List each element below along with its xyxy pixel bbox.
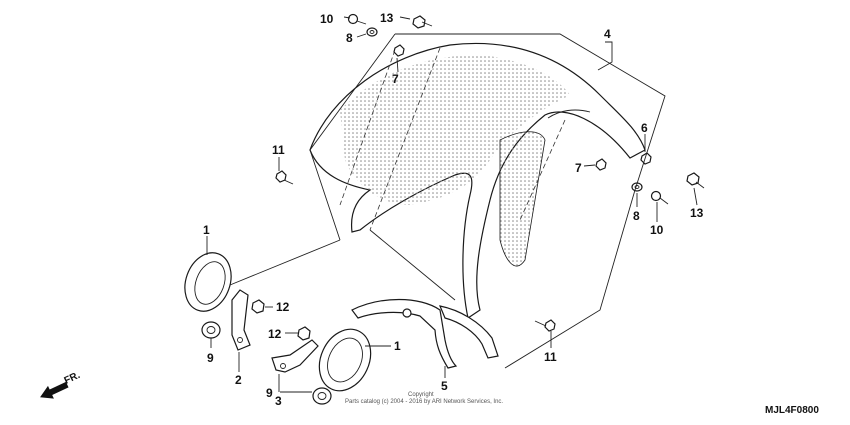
copyright-line2: Parts catalog (c) 2004 - 2016 by ARI Net… <box>345 399 503 405</box>
assembly-outline <box>229 33 666 369</box>
bolt-10-right <box>650 190 669 205</box>
washer-top-8 <box>366 27 378 37</box>
callout-8-right: 8 <box>633 209 640 223</box>
callout-12-upper: 12 <box>276 300 290 314</box>
copyright-line1: Copyright <box>408 392 434 398</box>
reflector-left <box>184 252 232 312</box>
callout-9-right: 9 <box>266 386 273 400</box>
callout-3: 3 <box>275 394 282 408</box>
diagram-code: MJL4F0800 <box>765 405 819 416</box>
callout-13-right: 13 <box>690 206 704 220</box>
callout-1-right: 1 <box>394 339 401 353</box>
bolt-13-right <box>686 172 705 189</box>
callout-4: 4 <box>604 27 611 41</box>
front-fender <box>309 42 646 319</box>
callout-10-right: 10 <box>650 223 664 237</box>
leader-lines <box>206 16 698 393</box>
reflector-stay-left <box>231 289 251 351</box>
callout-13-top: 13 <box>380 11 394 25</box>
grommet-left <box>201 321 221 339</box>
callout-6: 6 <box>641 121 648 135</box>
callout-5: 5 <box>441 379 448 393</box>
direction-label: FR. <box>63 370 82 387</box>
bolt-11-left <box>275 170 294 185</box>
bolt-11-right <box>534 319 556 332</box>
callout-12-lower: 12 <box>268 327 282 341</box>
callout-7-top: 7 <box>392 72 399 86</box>
callout-8-top: 8 <box>346 31 353 45</box>
nut-7-top <box>393 44 405 57</box>
callout-10-top: 10 <box>320 12 334 26</box>
fender-bracket <box>351 298 499 369</box>
callout-11-right: 11 <box>544 350 557 364</box>
callout-2: 2 <box>235 373 242 387</box>
front-direction-arrow-icon <box>40 381 69 399</box>
reflector-stay-right <box>271 339 319 373</box>
callout-11-left: 11 <box>272 143 285 157</box>
bolt-top-13 <box>412 15 433 29</box>
grommet-right <box>312 387 332 405</box>
callout-7-right: 7 <box>575 161 582 175</box>
callout-1-left: 1 <box>203 223 210 237</box>
nut-lower <box>297 326 311 341</box>
reflector-right <box>318 328 372 392</box>
bolt-top-10 <box>347 13 367 25</box>
callout-9-left: 9 <box>207 351 214 365</box>
nut-7-right <box>595 158 607 171</box>
nut-upper <box>251 299 265 314</box>
